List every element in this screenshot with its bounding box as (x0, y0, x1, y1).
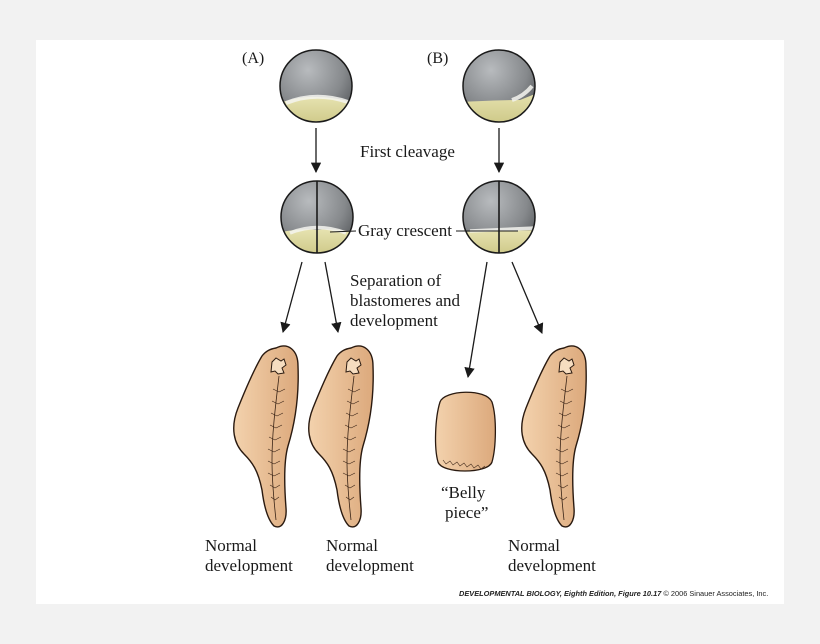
first-cleavage-label: First cleavage (360, 142, 455, 161)
separation-label-line-3: development (350, 311, 438, 330)
figure-canvas (36, 40, 784, 604)
outcome-a-left-line-2: development (205, 556, 293, 575)
outcome-b-left-line-1: “Belly (441, 483, 486, 502)
embryo-b-two-cell (462, 180, 536, 254)
arrow-b-right (511, 261, 544, 334)
separation-label-line-1: Separation of (350, 271, 442, 290)
larva-b-right (521, 345, 587, 528)
figure-credit: DEVELOPMENTAL BIOLOGY, Eighth Edition, F… (459, 589, 768, 598)
outcome-a-left-line-1: Normal (205, 536, 257, 555)
outcome-b-left-line-2: piece” (445, 503, 489, 522)
outcome-a-right-line-1: Normal (326, 536, 378, 555)
larva-a-left (233, 345, 299, 528)
outcome-b-right-line-2: development (508, 556, 596, 575)
outcome-b-right-line-1: Normal (508, 536, 560, 555)
egg-a-uncleaved (279, 49, 353, 123)
gray-crescent-leader-a (329, 230, 357, 233)
larva-a-right (308, 345, 374, 528)
egg-b-uncleaved (462, 49, 536, 123)
credit-citation: DEVELOPMENTAL BIOLOGY, Eighth Edition, F… (459, 589, 662, 598)
arrow-b-left (464, 261, 488, 379)
separation-label-line-2: blastomeres and (350, 291, 460, 310)
outcome-a-right-line-2: development (326, 556, 414, 575)
arrow-a-left (280, 261, 303, 334)
panel-label-a: (A) (242, 50, 265, 67)
arrow-a-right (324, 261, 342, 334)
gray-crescent-label: Gray crescent (358, 221, 452, 240)
panel-label-b: (B) (427, 50, 449, 67)
credit-copyright: © 2006 Sinauer Associates, Inc. (663, 589, 769, 598)
embryo-a-two-cell (280, 180, 354, 254)
belly-piece (434, 391, 497, 472)
